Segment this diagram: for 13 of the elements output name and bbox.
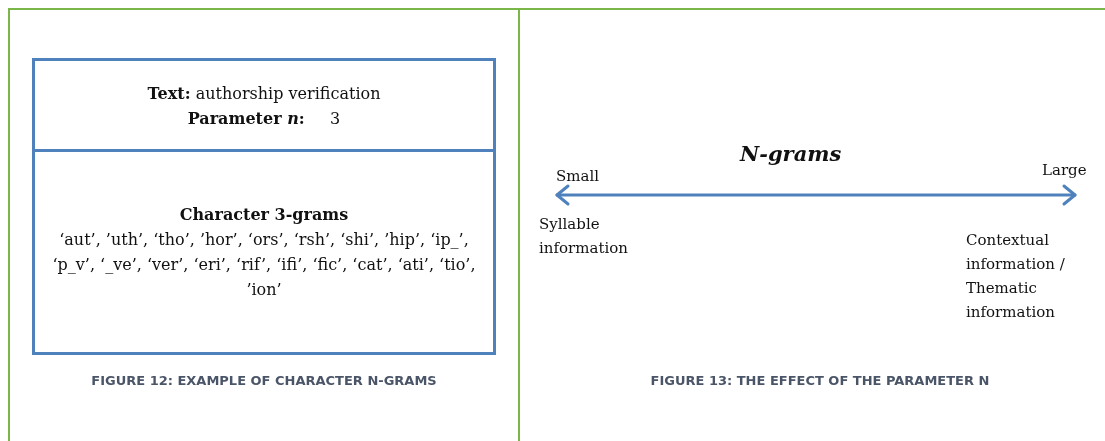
scale-description: Contextual information / Thematic information bbox=[966, 230, 1066, 323]
ngram-list: ‘aut’, ’uth’, ‘tho’, ’hor’, ‘ors’, ‘rsh’, ‘shi’, ’hip’, ‘ip_’, ‘p_v’, ‘_ve’, ‘ver’, ‘eri’, ‘rif’, ‘ifi’, ‘fic’, ‘cat’, ‘ati’, ‘tio’, ’ion’ bbox=[44, 227, 484, 302]
scale-label: Large bbox=[1042, 160, 1087, 181]
figure-caption: FIGURE 12: EXAMPLE OF CHARACTER N-GRAMS bbox=[90, 373, 438, 388]
axis-title: N-grams bbox=[740, 142, 842, 166]
text-box bbox=[32, 58, 496, 152]
figure-caption: FIGURE 13: THE EFFECT OF THE PARAMETER N bbox=[649, 373, 991, 388]
scale-description: Syllable information bbox=[539, 214, 629, 259]
text-box bbox=[32, 149, 496, 355]
box-heading: Character 3-grams bbox=[179, 204, 349, 226]
scale-label: Small bbox=[556, 166, 600, 187]
text-line: Parameter n: 3 bbox=[187, 108, 341, 130]
text-line: Text: authorship verification bbox=[147, 83, 381, 105]
